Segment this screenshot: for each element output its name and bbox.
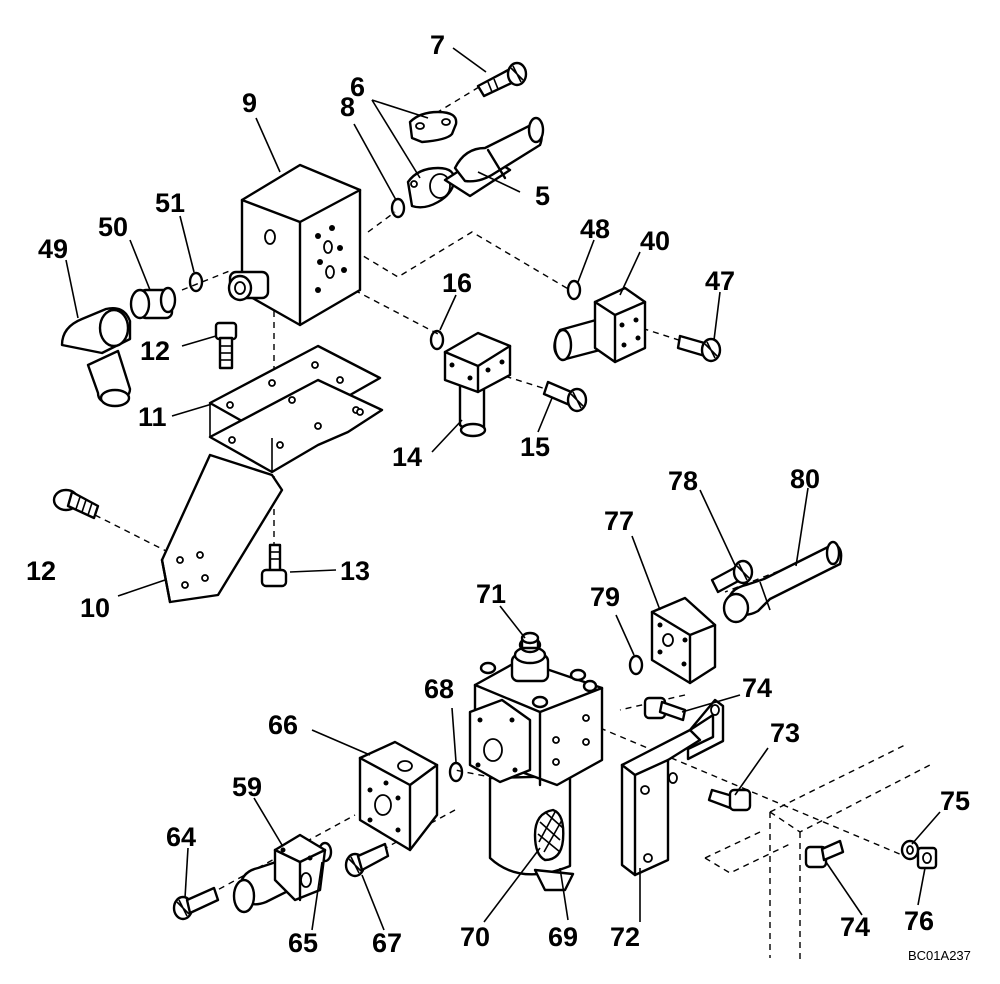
bracket-72 bbox=[620, 698, 725, 877]
callout-48: 48 bbox=[580, 214, 610, 244]
hose-5 bbox=[443, 116, 545, 198]
flange-block-59 bbox=[232, 833, 327, 914]
mounting-plates-11 bbox=[208, 344, 384, 474]
callout-5: 5 bbox=[535, 181, 550, 211]
callout-73: 73 bbox=[770, 718, 800, 748]
callout-13: 13 bbox=[340, 556, 370, 586]
filter-assembly bbox=[468, 631, 604, 892]
callout-80: 80 bbox=[790, 464, 820, 494]
callout-8: 8 bbox=[340, 92, 355, 122]
callout-79: 79 bbox=[590, 582, 620, 612]
callout-68: 68 bbox=[424, 674, 454, 704]
callout-16: 16 bbox=[442, 268, 472, 298]
callout-67: 67 bbox=[372, 928, 402, 958]
callout-40: 40 bbox=[640, 226, 670, 256]
bolt-64 bbox=[172, 886, 220, 921]
callout-12-lower: 12 bbox=[26, 556, 56, 586]
callout-76: 76 bbox=[904, 906, 934, 936]
callout-47: 47 bbox=[705, 266, 735, 296]
callout-75: 75 bbox=[940, 786, 970, 816]
callout-labels: 5 6 7 8 9 10 11 12 12 13 14 15 16 40 47 … bbox=[26, 30, 970, 958]
bolt-74-lower bbox=[804, 839, 845, 869]
split-flange bbox=[406, 110, 458, 209]
bolt-7 bbox=[476, 61, 528, 98]
adapter-50 bbox=[129, 286, 177, 320]
callout-66: 66 bbox=[268, 710, 298, 740]
bolt-67 bbox=[344, 842, 390, 878]
callout-14: 14 bbox=[392, 442, 422, 472]
callout-74-lower: 74 bbox=[840, 912, 870, 942]
drawing-code: BC01A237 bbox=[908, 948, 971, 963]
callout-59: 59 bbox=[232, 772, 262, 802]
callout-6: 6 bbox=[350, 72, 365, 102]
callout-7: 7 bbox=[430, 30, 445, 60]
bolt-13 bbox=[260, 543, 288, 588]
nut-76 bbox=[916, 846, 938, 870]
flange-block-40 bbox=[553, 286, 647, 364]
callout-15: 15 bbox=[520, 432, 550, 462]
callout-72: 72 bbox=[610, 922, 640, 952]
callout-51: 51 bbox=[155, 188, 185, 218]
bolt-12-lower bbox=[52, 488, 100, 520]
leader-lines bbox=[65, 47, 941, 931]
elbow-fitting-49 bbox=[60, 307, 132, 408]
callout-70: 70 bbox=[460, 922, 490, 952]
washer-75 bbox=[900, 839, 920, 861]
bolt-47 bbox=[676, 334, 722, 363]
callout-65: 65 bbox=[288, 928, 318, 958]
flange-block-66 bbox=[358, 740, 439, 852]
callout-71: 71 bbox=[476, 579, 506, 609]
callout-9: 9 bbox=[242, 88, 257, 118]
bolt-78 bbox=[710, 559, 754, 594]
manifold-block bbox=[227, 163, 362, 327]
callout-77: 77 bbox=[604, 506, 634, 536]
bolt-12-upper bbox=[214, 321, 238, 370]
callout-50: 50 bbox=[98, 212, 128, 242]
callout-11: 11 bbox=[138, 402, 167, 432]
callout-49: 49 bbox=[38, 234, 68, 264]
callout-12-upper: 12 bbox=[140, 336, 170, 366]
bolt-74-upper bbox=[643, 696, 687, 722]
callout-10: 10 bbox=[80, 593, 110, 623]
callout-64: 64 bbox=[166, 822, 196, 852]
callout-69: 69 bbox=[548, 922, 578, 952]
bolt-73 bbox=[707, 788, 752, 812]
flange-block-14 bbox=[443, 331, 512, 438]
bolt-15 bbox=[542, 380, 588, 413]
callout-78: 78 bbox=[668, 466, 698, 496]
callout-74-upper: 74 bbox=[742, 673, 772, 703]
flange-block-77 bbox=[650, 596, 717, 685]
bracket-10 bbox=[160, 453, 284, 604]
hose-80 bbox=[722, 540, 843, 624]
